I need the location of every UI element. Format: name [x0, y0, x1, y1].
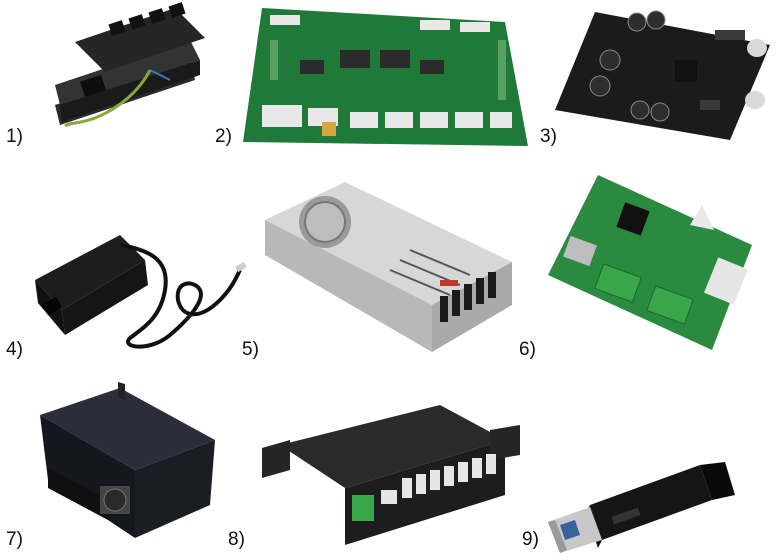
item-label: 9) — [522, 529, 539, 550]
item-label: 3) — [540, 126, 557, 147]
item-label: 1) — [6, 126, 23, 147]
item-label: 7) — [6, 529, 23, 550]
item-label: 2) — [215, 126, 232, 147]
item-label: 8) — [228, 529, 245, 550]
item-label: 6) — [519, 339, 536, 360]
item-label: 5) — [242, 339, 259, 360]
item-label: 4) — [6, 339, 23, 360]
